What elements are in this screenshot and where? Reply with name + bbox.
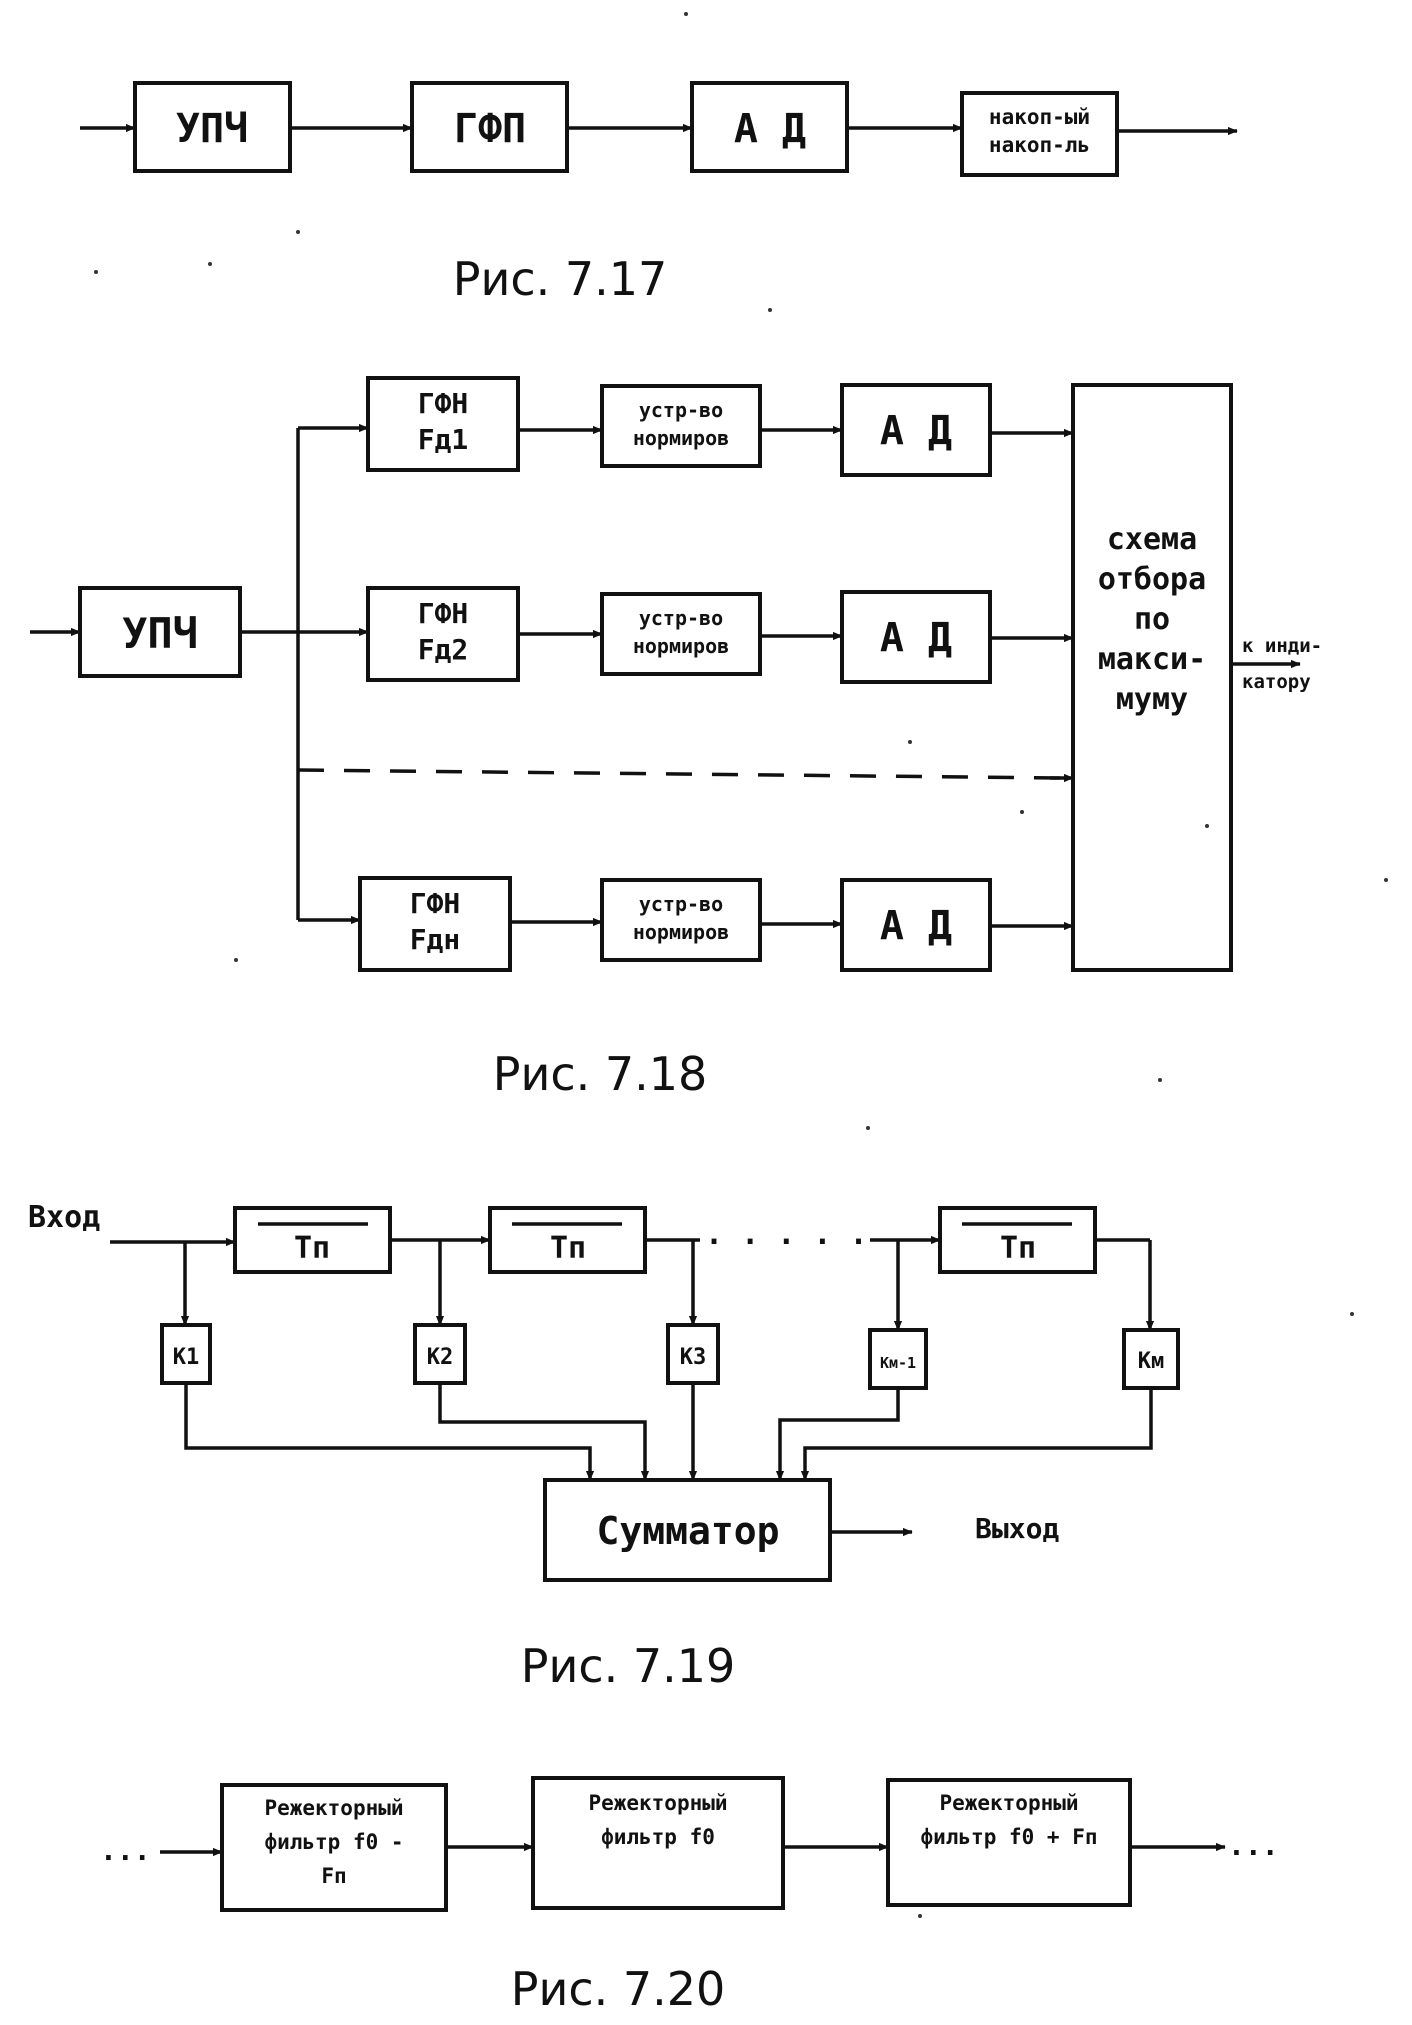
normalizer-n xyxy=(600,878,762,962)
detector-ad-2-label: А Д xyxy=(880,615,952,661)
normalizer-2 xyxy=(600,592,762,676)
notch-filter-1-label: Режекторный фильтр f0 - Fп xyxy=(264,1796,404,1888)
block-ad xyxy=(690,81,849,173)
filter-gfn-2-label: ГФН Fд2 xyxy=(417,597,469,666)
coefficient-k1-label: К1 xyxy=(173,1345,200,1370)
block-upch-2-label: УПЧ xyxy=(122,609,198,658)
delay-line-1-label: Тп xyxy=(294,1231,330,1266)
normalizer-1-label: устр-во нормиров xyxy=(632,398,730,450)
filter-gfn-n xyxy=(358,876,512,972)
block-accumulator-label: накоп-ый накоп-ль xyxy=(988,105,1091,157)
output-label: Выход xyxy=(975,1512,1059,1545)
notch-filter-2-label: Режекторный фильтр f0 xyxy=(588,1791,728,1849)
figure-7-20: ... Режекторный фильтр f0 - Fп Режекторн… xyxy=(100,1776,1279,2016)
summator-label: Сумматор xyxy=(596,1509,779,1553)
figure-7-18: УПЧ ГФН Fд1 устр-во нормиров А Д ГФН Fд2… xyxy=(30,376,1323,1101)
to-indicator-label: к инди- катору xyxy=(1242,635,1323,693)
delay-line-2 xyxy=(488,1206,647,1274)
detector-ad-n-label: А Д xyxy=(880,903,952,949)
block-ad-label: А Д xyxy=(734,106,806,152)
coefficient-km-1 xyxy=(868,1328,928,1390)
block-gfp-label: ГФП xyxy=(454,106,526,152)
coefficient-k2-label: К2 xyxy=(427,1345,454,1370)
coefficient-k3-label: К3 xyxy=(680,1345,707,1370)
trailing-dots: ... xyxy=(1228,1829,1279,1862)
block-upch-2 xyxy=(78,586,242,678)
delay-line-1 xyxy=(233,1206,392,1274)
scan-specks xyxy=(94,12,1388,1918)
filter-gfn-2 xyxy=(366,586,520,682)
figure-7-18-caption: Рис. 7.18 xyxy=(493,1047,708,1101)
dashed-more-channels xyxy=(297,768,1061,780)
block-accumulator xyxy=(960,91,1119,177)
filter-gfn-n-label: ГФН Fдн xyxy=(409,887,461,956)
figure-7-17-caption: Рис. 7.17 xyxy=(453,252,668,306)
delay-line-n-label: Тп xyxy=(1000,1231,1036,1266)
max-selector-label: схема отбора по макси- муму xyxy=(1097,522,1207,717)
detector-ad-2 xyxy=(840,590,992,684)
detector-ad-1 xyxy=(840,383,992,477)
coefficient-km-1-label: Км-1 xyxy=(880,1354,916,1372)
input-label: Вход xyxy=(28,1200,100,1235)
continuation-dots: . . . . . xyxy=(705,1217,868,1252)
filter-gfn-1 xyxy=(366,376,520,472)
coefficient-km-label: Км xyxy=(1138,1349,1165,1374)
figure-7-17: УПЧ ГФП А Д накоп-ый накоп-ль Рис. 7.17 xyxy=(80,81,1238,306)
notch-filter-1 xyxy=(220,1783,448,1912)
figure-7-19: Вход Тп Тп . . . . . Тп К1 К2 К3 Км-1 xyxy=(28,1200,1180,1693)
coefficient-k2 xyxy=(413,1323,467,1385)
block-upch-label: УПЧ xyxy=(176,106,248,152)
summator-block xyxy=(543,1478,832,1582)
notch-filter-3-label: Режекторный фильтр f0 + Fп xyxy=(920,1791,1098,1849)
notch-filter-2 xyxy=(531,1776,785,1910)
leading-dots: ... xyxy=(100,1834,151,1867)
detector-ad-n xyxy=(840,878,992,972)
normalizer-n-label: устр-во нормиров xyxy=(632,892,730,944)
max-selector-block xyxy=(1071,383,1233,972)
filter-gfn-1-label: ГФН Fд1 xyxy=(417,387,469,456)
delay-line-2-label: Тп xyxy=(550,1231,586,1266)
figure-7-19-caption: Рис. 7.19 xyxy=(521,1639,736,1693)
figure-7-20-caption: Рис. 7.20 xyxy=(511,1962,726,2016)
detector-ad-1-label: А Д xyxy=(880,408,952,454)
notch-filter-3 xyxy=(886,1778,1132,1907)
normalizer-1 xyxy=(600,384,762,468)
normalizer-2-label: устр-во нормиров xyxy=(632,606,730,658)
delay-line-n xyxy=(938,1206,1097,1274)
